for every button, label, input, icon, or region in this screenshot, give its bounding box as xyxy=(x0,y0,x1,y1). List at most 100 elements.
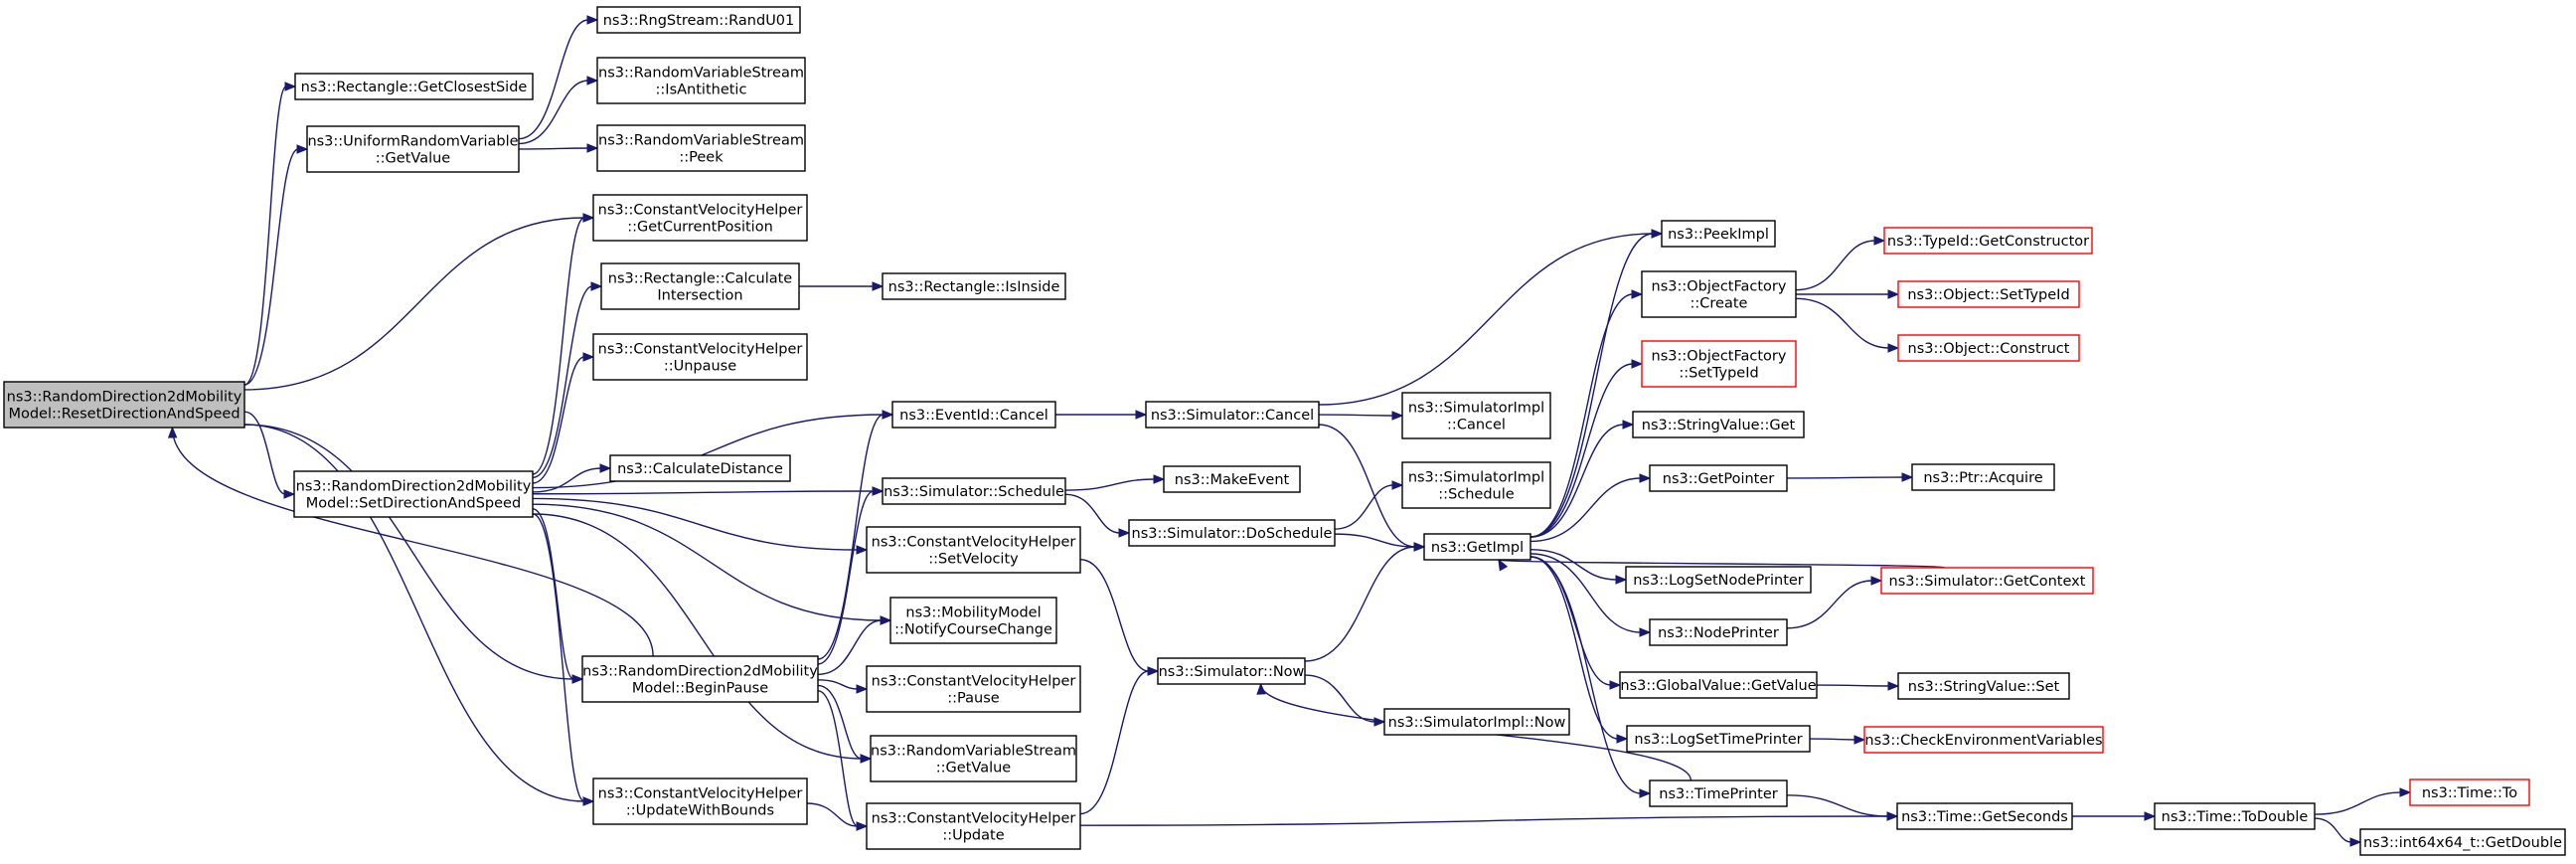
node-label: ns3::StringValue::Set xyxy=(1908,679,2060,695)
node-stringValueSet[interactable]: ns3::StringValue::Set xyxy=(1897,672,2070,700)
node-simImplSchedule[interactable]: ns3::SimulatorImpl::Schedule xyxy=(1401,461,1551,509)
node-timeGetSeconds[interactable]: ns3::Time::GetSeconds xyxy=(1896,802,2073,830)
node-stringValueGet[interactable]: ns3::StringValue::Get xyxy=(1632,411,1805,438)
node-simCancel[interactable]: ns3::Simulator::Cancel xyxy=(1145,401,1320,429)
node-uniformGetValue[interactable]: ns3::UniformRandomVariable::GetValue xyxy=(306,125,520,173)
node-label: ::Update xyxy=(942,828,1004,844)
node-simImplNow[interactable]: ns3::SimulatorImpl::Now xyxy=(1383,708,1570,736)
node-logSetNodePrinter[interactable]: ns3::LogSetNodePrinter xyxy=(1625,566,1812,594)
edge-root-to-getCurrentPosition xyxy=(243,213,595,391)
arrowhead-icon xyxy=(856,821,869,831)
edge-uniformGetValue-to-peek xyxy=(518,143,599,153)
node-doSchedule[interactable]: ns3::Simulator::DoSchedule xyxy=(1128,519,1336,547)
node-ofCreate[interactable]: ns3::ObjectFactory::Create xyxy=(1641,270,1797,318)
edge-timePrinter-to-timeGetSeconds xyxy=(1786,794,1899,821)
node-label: ::Create xyxy=(1690,296,1748,312)
node-box xyxy=(889,597,1057,644)
edge-getImpl-to-logSetNodePrinter xyxy=(1530,548,1628,585)
node-makeEvent[interactable]: ns3::MakeEvent xyxy=(1163,465,1301,493)
node-getImpl[interactable]: ns3::GetImpl xyxy=(1423,533,1531,561)
node-timePrinter[interactable]: ns3::TimePrinter xyxy=(1649,779,1788,807)
node-peekImpl[interactable]: ns3::PeekImpl xyxy=(1661,220,1776,248)
edge-setDirectionAndSpeed-to-getCurrentPosition xyxy=(532,213,595,475)
node-logSetTimePrinter[interactable]: ns3::LogSetTimePrinter xyxy=(1626,725,1811,753)
arrowhead-icon xyxy=(1153,474,1166,484)
node-cvhPause[interactable]: ns3::ConstantVelocityHelper::Pause xyxy=(866,665,1081,713)
node-label: ns3::RngStream::RandU01 xyxy=(603,13,795,29)
node-label: ns3::GetImpl xyxy=(1431,540,1524,556)
node-rvsGetValue[interactable]: ns3::RandomVariableStream::GetValue xyxy=(870,735,1077,782)
node-peek[interactable]: ns3::RandomVariableStream::Peek xyxy=(596,124,806,172)
node-beginPause[interactable]: ns3::RandomDirection2dMobilityModel::Beg… xyxy=(581,655,819,703)
node-randU01[interactable]: ns3::RngStream::RandU01 xyxy=(596,6,801,34)
node-timeToDouble[interactable]: ns3::Time::ToDouble xyxy=(2154,802,2316,830)
node-box xyxy=(1880,567,2094,595)
arrowhead-icon xyxy=(586,76,599,86)
node-int64GetDouble[interactable]: ns3::int64x64_t::GetDouble xyxy=(2359,828,2566,856)
edge-line xyxy=(1334,533,1416,548)
node-box xyxy=(1897,334,2080,362)
node-label: ns3::int64x64_t::GetDouble xyxy=(2363,835,2562,851)
node-label: ns3::Simulator::DoSchedule xyxy=(1132,526,1333,542)
node-root[interactable]: ns3::RandomDirection2dMobilityModel::Res… xyxy=(3,381,245,429)
edge-line xyxy=(243,424,574,680)
node-simSchedule[interactable]: ns3::Simulator::Schedule xyxy=(882,477,1066,505)
node-ofSetTypeId[interactable]: ns3::ObjectFactory::SetTypeId xyxy=(1641,340,1797,388)
edge-getImpl-to-getPointer xyxy=(1530,473,1652,543)
node-cvhUpdate[interactable]: ns3::ConstantVelocityHelper::Update xyxy=(866,802,1081,850)
node-getPointer[interactable]: ns3::GetPointer xyxy=(1649,464,1788,492)
node-label: ns3::SimulatorImpl::Now xyxy=(1388,715,1566,731)
node-simImplCancel[interactable]: ns3::SimulatorImpl::Cancel xyxy=(1401,392,1551,439)
arrowhead-icon xyxy=(582,213,595,223)
edge-setDirectionAndSpeed-to-beginPause xyxy=(532,508,584,684)
arrowhead-icon xyxy=(1413,542,1426,552)
node-simNow[interactable]: ns3::Simulator::Now xyxy=(1157,657,1306,685)
node-box xyxy=(1649,779,1788,807)
node-box xyxy=(600,262,800,310)
node-label: ns3::Simulator::GetContext xyxy=(1889,574,2086,590)
edge-uniformGetValue-to-randU01 xyxy=(518,15,599,140)
arrowhead-icon xyxy=(1886,811,1899,821)
node-unpause[interactable]: ns3::ConstantVelocityHelper::Unpause xyxy=(592,333,808,381)
node-checkEnv[interactable]: ns3::CheckEnvironmentVariables xyxy=(1863,726,2104,754)
node-label: ns3::RandomVariableStream xyxy=(871,744,1076,760)
node-nodePrinter[interactable]: ns3::NodePrinter xyxy=(1649,618,1788,646)
node-notifyCourseChange[interactable]: ns3::MobilityModel::NotifyCourseChange xyxy=(889,597,1057,644)
node-label: ns3::ObjectFactory xyxy=(1652,279,1787,295)
node-setDirectionAndSpeed[interactable]: ns3::RandomDirection2dMobilityModel::Set… xyxy=(293,470,534,518)
edge-getImpl-to-stringValueGet xyxy=(1530,420,1635,538)
node-isAntithetic[interactable]: ns3::RandomVariableStream::IsAntithetic xyxy=(596,57,806,104)
node-getConstructor[interactable]: ns3::TypeId::GetConstructor xyxy=(1883,227,2093,255)
edge-gvGetValue-to-stringValueSet xyxy=(1816,681,1900,691)
node-box xyxy=(1863,726,2104,754)
arrowhead-icon xyxy=(1901,472,1914,482)
node-label: ns3::RandomDirection2dMobility xyxy=(296,479,532,495)
node-box xyxy=(1632,411,1805,438)
node-updateWithBounds[interactable]: ns3::ConstantVelocityHelper::UpdateWithB… xyxy=(592,778,808,825)
node-getCurrentPosition[interactable]: ns3::ConstantVelocityHelper::GetCurrentP… xyxy=(592,194,808,242)
node-label: Model::ResetDirectionAndSpeed xyxy=(8,407,240,423)
edge-line xyxy=(1816,684,1890,687)
node-label: ns3::Simulator::Cancel xyxy=(1151,408,1314,424)
node-box xyxy=(1896,802,2073,830)
arrowhead-icon xyxy=(1887,681,1900,691)
node-closestSide[interactable]: ns3::Rectangle::GetClosestSide xyxy=(294,73,534,100)
node-setVelocity[interactable]: ns3::ConstantVelocityHelper::SetVelocity xyxy=(866,526,1081,574)
edge-root-to-beginPause xyxy=(243,424,584,684)
node-simGetContext[interactable]: ns3::Simulator::GetContext xyxy=(1880,567,2094,595)
node-gvGetValue[interactable]: ns3::GlobalValue::GetValue xyxy=(1619,671,1818,699)
arrowhead-icon xyxy=(1853,735,1866,745)
node-objSetTypeId[interactable]: ns3::Object::SetTypeId xyxy=(1897,280,2080,308)
node-isInside[interactable]: ns3::Rectangle::IsInside xyxy=(882,272,1066,300)
node-label: ns3::UniformRandomVariable xyxy=(307,134,518,150)
node-ptrAcquire[interactable]: ns3::Ptr::Acquire xyxy=(1911,463,2055,491)
node-timeTo[interactable]: ns3::Time::To xyxy=(2409,778,2530,806)
arrowhead-icon xyxy=(284,82,297,91)
node-calcDistance[interactable]: ns3::CalculateDistance xyxy=(609,454,791,482)
node-objConstruct[interactable]: ns3::Object::Construct xyxy=(1897,334,2080,362)
edge-line xyxy=(532,285,593,478)
edge-setVelocity-to-simNow xyxy=(1079,559,1160,676)
node-eventIdCancel[interactable]: ns3::EventId::Cancel xyxy=(891,401,1056,429)
arrowhead-icon xyxy=(1498,558,1509,572)
